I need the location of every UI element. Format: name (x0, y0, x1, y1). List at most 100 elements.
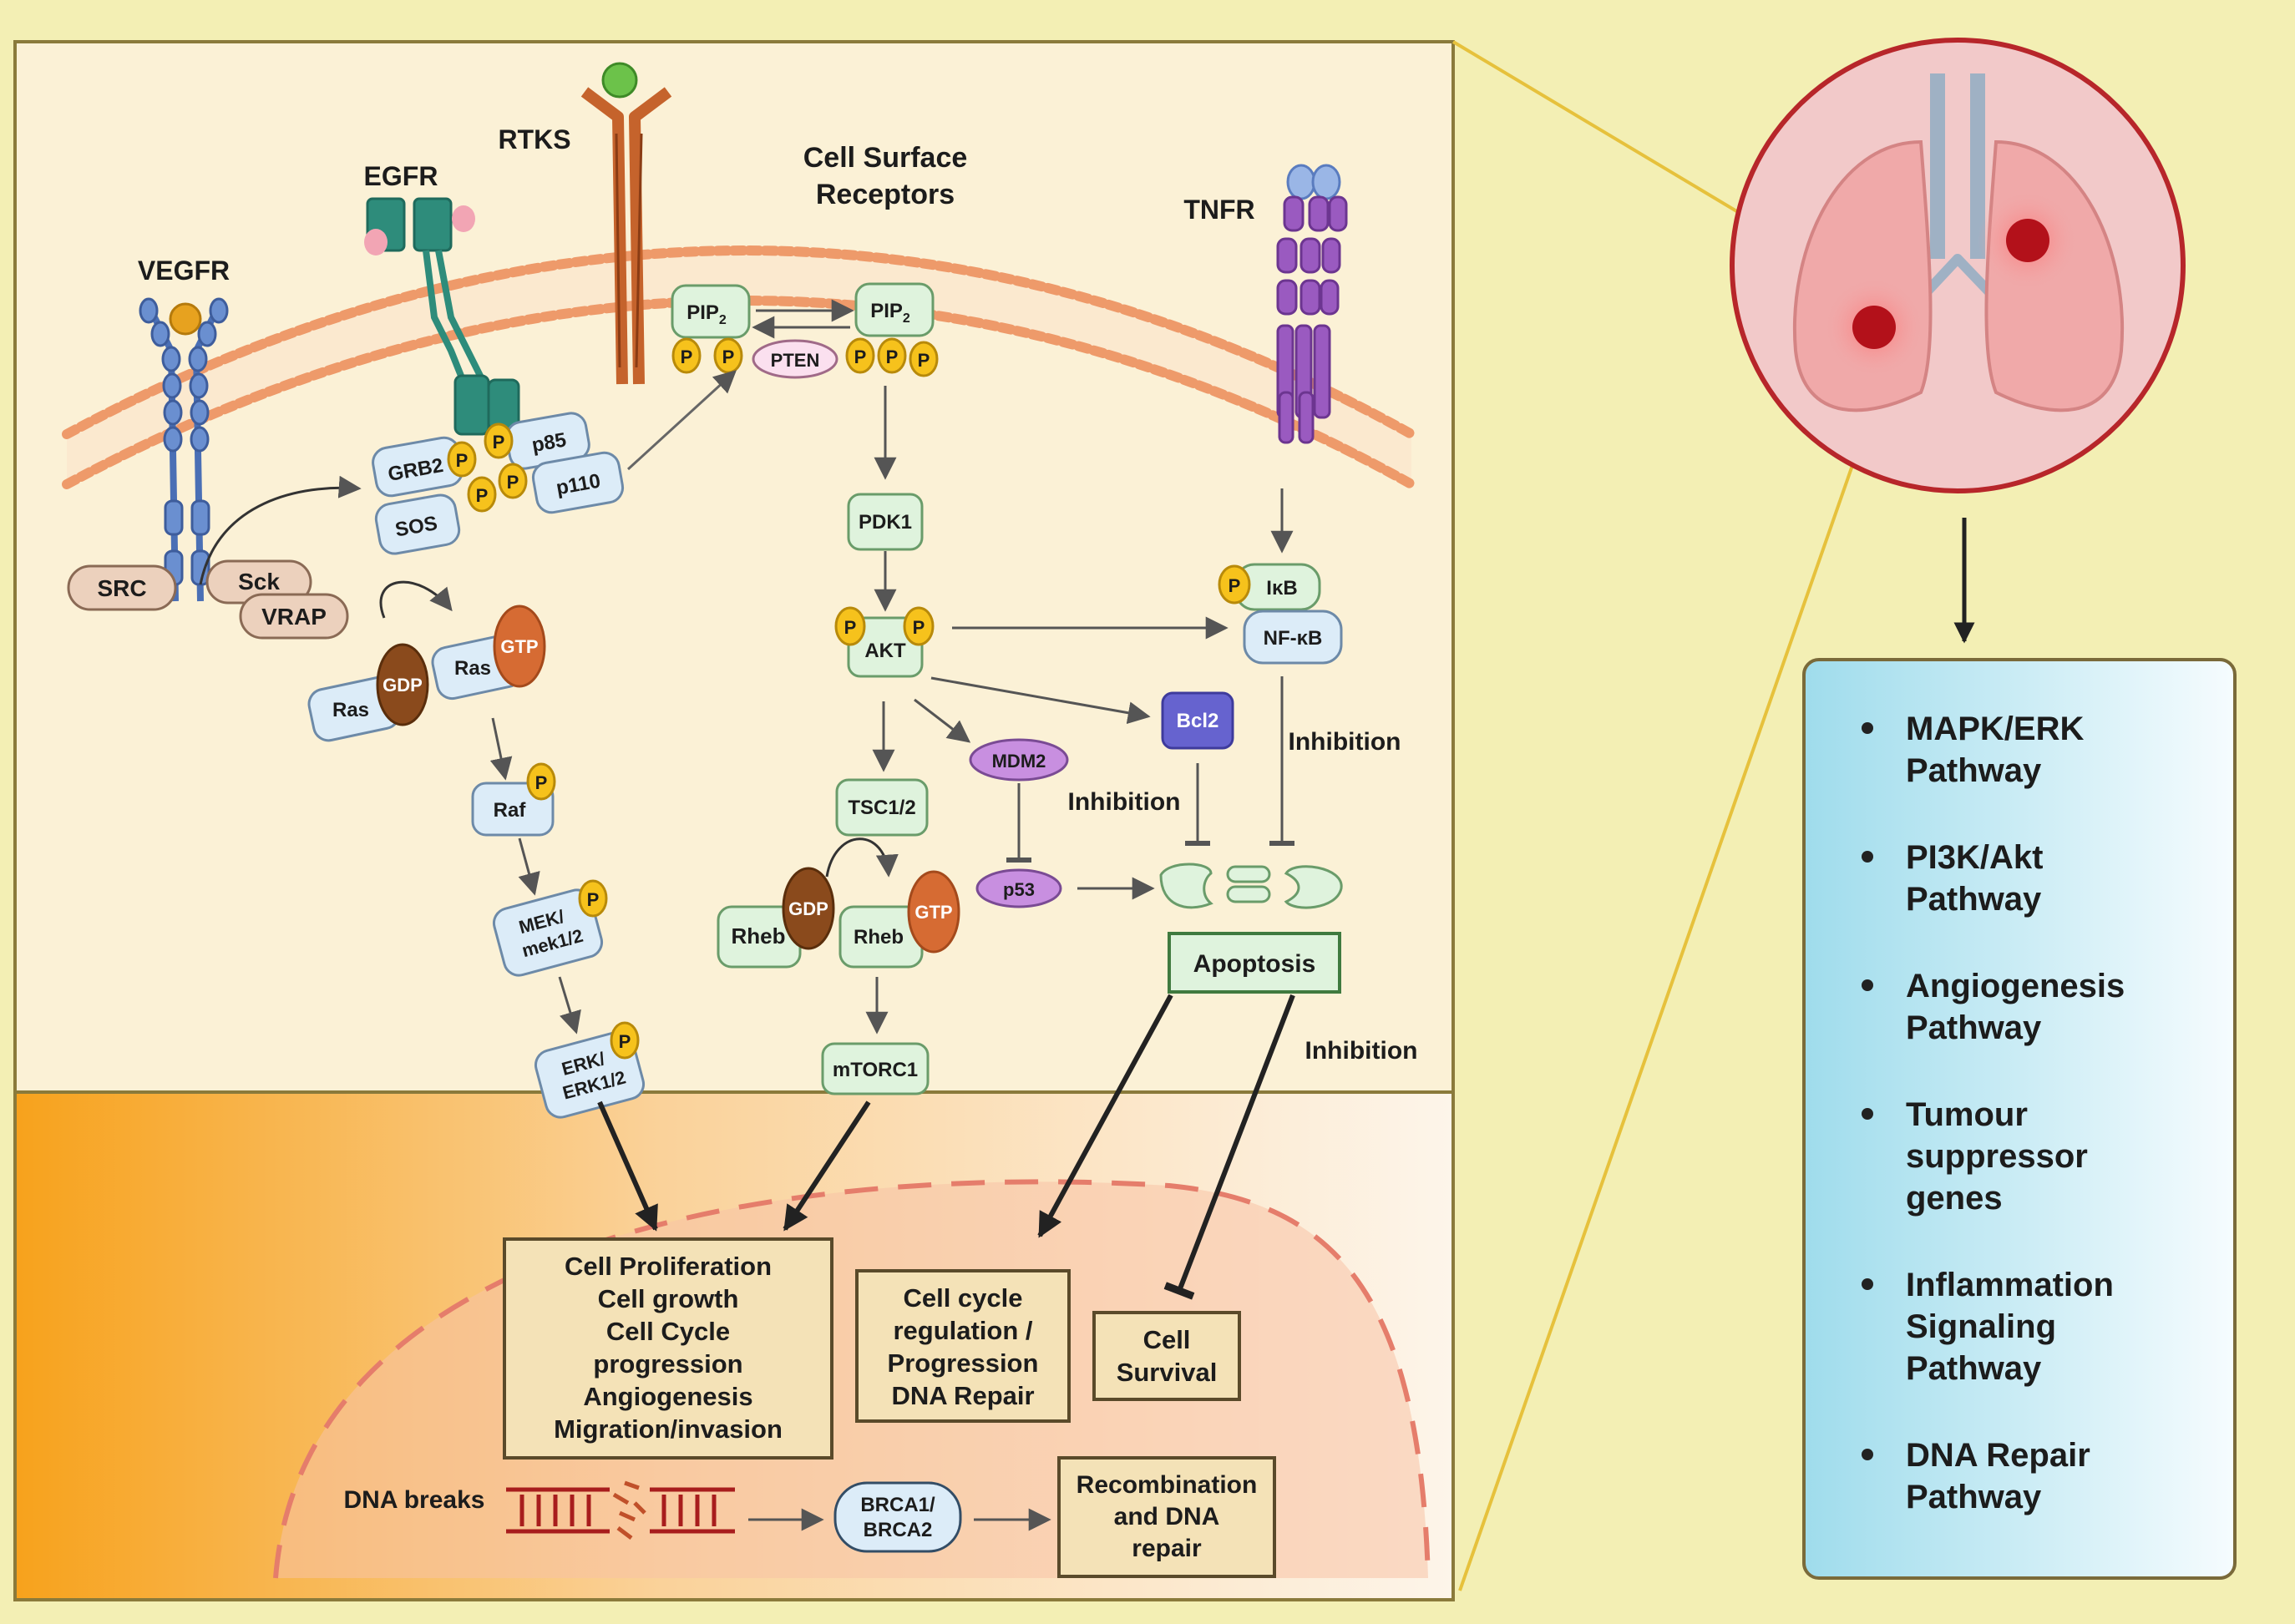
inhibit-apoptosis-survival (1163, 994, 1295, 1300)
svg-text:Migration/invasion: Migration/invasion (554, 1414, 783, 1444)
sck-node: Sck (205, 559, 312, 605)
svg-text:PIP2: PIP2 (870, 300, 910, 326)
svg-text:Rheb: Rheb (854, 926, 904, 949)
arrow-akt-to-mdm2 (914, 698, 971, 743)
svg-text:Pathway: Pathway (1906, 1479, 2042, 1515)
pathway-item: DNA Repair Pathway (1862, 1437, 2090, 1515)
svg-text:P: P (722, 347, 735, 367)
svg-text:progression: progression (593, 1349, 742, 1379)
label-vegfr: VEGFR (138, 255, 230, 286)
svg-text:PIP2: PIP2 (686, 301, 727, 327)
inhibition-label-nfkb: Inhibition (1289, 728, 1401, 756)
pathway-item: Tumour suppressor genes (1862, 1096, 2088, 1217)
svg-text:TSC1/2: TSC1/2 (848, 797, 915, 819)
svg-text:P: P (493, 432, 505, 453)
p53-node: p53 (975, 868, 1062, 908)
svg-text:Rheb: Rheb (732, 923, 786, 949)
pten-node: PTEN (752, 339, 838, 379)
pathway-item: Inflammation Signaling Pathway (1862, 1267, 2114, 1387)
pip2-right-node: PIP2 P P P (845, 282, 939, 377)
svg-text:P: P (1229, 575, 1241, 596)
arrow-mek-to-erk (558, 976, 581, 1035)
svg-text:Cell cycle: Cell cycle (903, 1283, 1022, 1313)
mtorc1-node: mTORC1 (821, 1042, 930, 1095)
svg-text:IκB: IκB (1266, 577, 1297, 600)
rheb-gdp-node: Rheb GDP (717, 867, 835, 969)
svg-text:P: P (456, 450, 469, 471)
svg-text:Pathway: Pathway (1906, 1009, 2042, 1046)
arrow-ras-to-raf (489, 717, 513, 781)
svg-text:Progression: Progression (888, 1348, 1039, 1378)
svg-text:Survival: Survival (1117, 1358, 1218, 1387)
svg-text:P: P (918, 350, 930, 371)
svg-text:GTP: GTP (914, 902, 952, 923)
svg-text:SRC: SRC (97, 575, 146, 601)
raf-node: Raf P (471, 762, 556, 837)
svg-text:and DNA: and DNA (1114, 1503, 1220, 1530)
svg-text:p53: p53 (1003, 879, 1035, 900)
label-rtks: RTKS (498, 124, 570, 154)
label-cell-surface-2: Receptors (816, 179, 955, 210)
svg-text:NF-κB: NF-κB (1264, 627, 1323, 650)
svg-text:Recombination: Recombination (1077, 1471, 1258, 1499)
svg-text:Ras: Ras (454, 657, 491, 680)
sos-node: SOS (374, 493, 461, 555)
arrow-ras-cycle (379, 580, 453, 619)
erk-node: ERK/ ERK1/2 P (534, 1021, 646, 1119)
dna-breaks-label: DNA breaks (344, 1486, 485, 1514)
svg-text:mTORC1: mTORC1 (833, 1059, 918, 1081)
svg-text:Pathway: Pathway (1906, 752, 2042, 789)
vrap-node: VRAP (239, 593, 349, 640)
egfr-receptor (364, 197, 520, 436)
label-egfr: EGFR (364, 161, 438, 191)
nuclear-envelope (273, 1179, 1431, 1579)
proliferation-box: Cell Proliferation Cell growth Cell Cycl… (503, 1237, 833, 1460)
svg-text:MDM2: MDM2 (992, 751, 1046, 772)
p85-node: p85 (505, 412, 590, 470)
ras-gdp-node: Ras GDP (307, 643, 429, 742)
nfkb-node: NF-κB (1243, 610, 1343, 665)
phospho-cluster-egfr: P P P P (447, 422, 528, 513)
svg-text:Pathway: Pathway (1906, 881, 2042, 918)
svg-text:P: P (587, 889, 600, 910)
svg-text:repair: repair (1132, 1535, 1202, 1562)
cell-survival-box: Cell Survival (1092, 1311, 1241, 1401)
svg-text:regulation /: regulation / (893, 1316, 1032, 1345)
lung-illustration (1730, 38, 2186, 493)
svg-text:PI3K/Akt: PI3K/Akt (1906, 839, 2044, 876)
svg-text:PDK1: PDK1 (859, 511, 912, 534)
svg-text:GTP: GTP (500, 636, 538, 657)
svg-text:DNA Repair: DNA Repair (1906, 1437, 2090, 1474)
akt-node: AKT P P (834, 606, 935, 678)
apoptosis-box: Apoptosis (1168, 932, 1341, 994)
label-cell-surface-1: Cell Surface (803, 142, 968, 174)
dna-helix (506, 1480, 735, 1540)
arrow-p110-to-pip (626, 370, 737, 471)
arrow-sck-to-grb2 (199, 475, 362, 585)
svg-text:Angiogenesis: Angiogenesis (1906, 968, 2125, 1004)
inhibition-label-survival: Inhibition (1305, 1037, 1418, 1065)
pathway-item: MAPK/ERK Pathway (1862, 711, 2084, 789)
svg-text:genes: genes (1906, 1180, 2003, 1217)
svg-text:Inflammation: Inflammation (1906, 1267, 2114, 1303)
ras-gtp-node: Ras GTP (431, 605, 546, 701)
svg-text:Cell Cycle: Cell Cycle (606, 1317, 730, 1346)
src-node: SRC (67, 564, 177, 611)
pathway-item: PI3K/Akt Pathway (1862, 839, 2044, 918)
recombination-box: Recombination and DNA repair (1057, 1456, 1276, 1578)
svg-text:AKT: AKT (864, 640, 906, 662)
arrow-apoptosis-to-cell-cycle (1037, 994, 1173, 1238)
svg-text:P: P (913, 617, 925, 638)
svg-text:BRCA2: BRCA2 (864, 1519, 933, 1541)
arrow-rheb-cycle (825, 837, 899, 878)
svg-text:VRAP: VRAP (261, 604, 327, 630)
svg-text:Cell Proliferation: Cell Proliferation (565, 1252, 772, 1281)
pip2-left-node: PIP2 P P (671, 284, 751, 374)
svg-text:P: P (844, 617, 857, 638)
svg-text:DNA Repair: DNA Repair (891, 1381, 1034, 1410)
svg-text:Raf: Raf (494, 799, 527, 822)
svg-text:GDP: GDP (382, 675, 423, 696)
svg-text:Cell: Cell (1143, 1325, 1191, 1354)
